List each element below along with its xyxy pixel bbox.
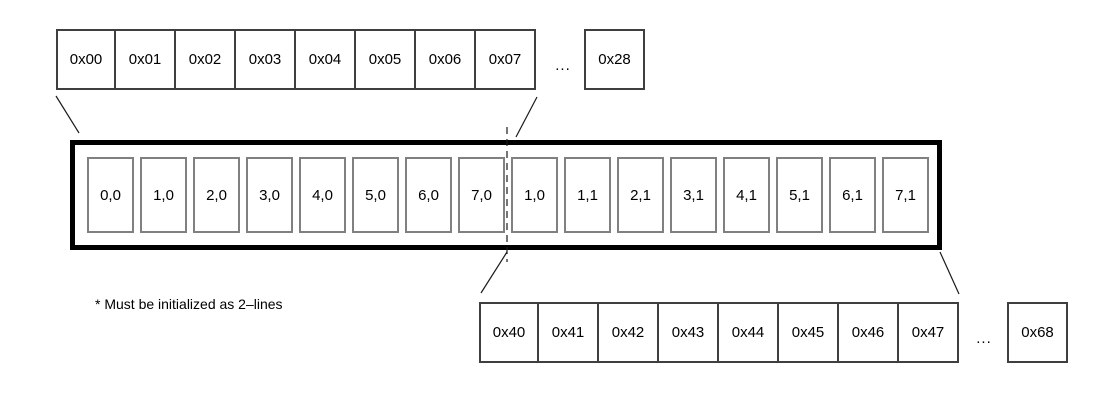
bottom-address-cell: 0x40 [479,302,539,363]
top-address-cell: 0x00 [56,29,116,90]
buffer-cell: 2,0 [193,157,240,233]
buffer-cell: 0,0 [87,157,134,233]
bottom-address-row: 0x40 0x41 0x42 0x43 0x44 0x45 0x46 0x47 [479,302,959,363]
connector-top-left-line [55,95,80,134]
bottom-address-cell: 0x42 [599,302,659,363]
bottom-row-ellipsis: ... [976,330,992,347]
buffer-cell: 5,1 [776,157,823,233]
buffer-cell: 7,1 [882,157,929,233]
bottom-address-cell: 0x46 [839,302,899,363]
buffer-cell: 4,0 [299,157,346,233]
buffer-cell: 6,0 [405,157,452,233]
top-address-cell: 0x03 [236,29,296,90]
buffer-cell: 3,0 [246,157,293,233]
buffer-cell: 3,1 [670,157,717,233]
bottom-address-cell: 0x45 [779,302,839,363]
buffer-frame: 0,0 1,0 2,0 3,0 4,0 5,0 6,0 7,0 1,0 1,1 … [70,140,942,250]
top-address-row: 0x00 0x01 0x02 0x03 0x04 0x05 0x06 0x07 [56,29,536,90]
top-address-cell: 0x07 [476,29,536,90]
top-address-cell: 0x01 [116,29,176,90]
top-address-cell: 0x02 [176,29,236,90]
connector-bottom-left-line [480,251,508,294]
bottom-address-cell-last: 0x68 [1007,302,1068,363]
buffer-cell: 5,0 [352,157,399,233]
connector-top-right-line [515,96,538,138]
buffer-cell: 1,0 [140,157,187,233]
bottom-address-cell: 0x44 [719,302,779,363]
bottom-address-cell: 0x43 [659,302,719,363]
buffer-cell: 1,1 [564,157,611,233]
buffer-cell: 6,1 [829,157,876,233]
buffer-cell: 1,0 [511,157,558,233]
top-address-cell: 0x06 [416,29,476,90]
buffer-cell: 7,0 [458,157,505,233]
connector-bottom-right-line [939,251,960,295]
top-address-cell-last: 0x28 [584,29,645,90]
top-row-ellipsis: ... [555,57,571,74]
buffer-cell: 4,1 [723,157,770,233]
buffer-cell: 2,1 [617,157,664,233]
top-address-cell: 0x04 [296,29,356,90]
footnote: * Must be initialized as 2–lines [95,296,283,312]
bottom-address-cell: 0x41 [539,302,599,363]
bottom-address-cell: 0x47 [899,302,959,363]
top-address-cell: 0x05 [356,29,416,90]
